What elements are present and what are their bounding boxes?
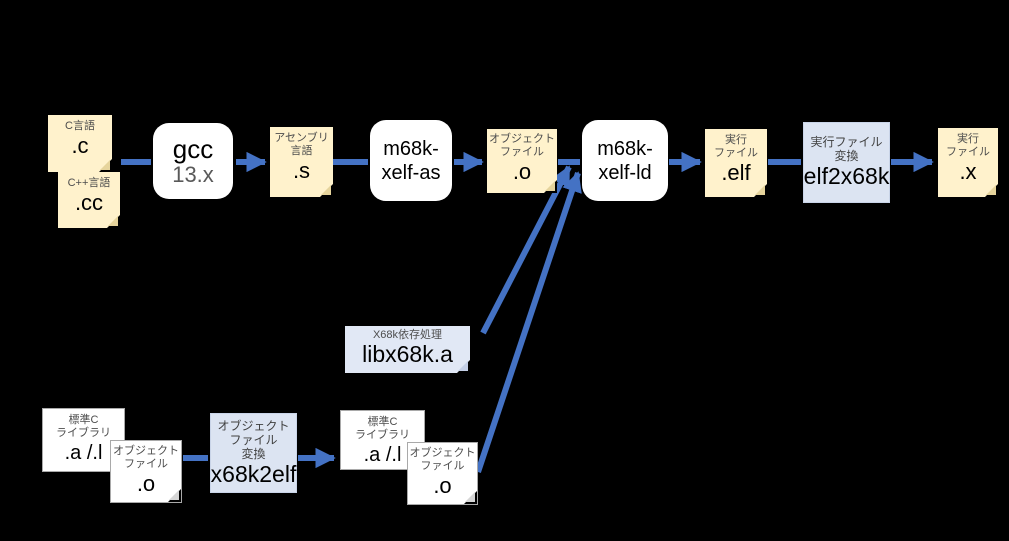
note-object-file-converted: オブジェクト ファイル .o (407, 442, 478, 505)
note-extension: .o (433, 473, 452, 498)
note-extension: .c (71, 133, 89, 158)
tool-m68k-xelf-as: m68k- xelf-as (370, 120, 452, 201)
note-cpp-source: C++言語 .cc (58, 172, 120, 228)
tool-version: 13.x (172, 162, 214, 187)
tool-x68k2elf: オブジェクト ファイル 変換 x68k2elf (210, 413, 297, 493)
edge-converted-lib-to-ld (475, 171, 582, 473)
note-extension: .o (512, 159, 532, 184)
note-type-label: X68k依存処理 (372, 329, 443, 341)
note-object-file: オブジェクト ファイル .o (487, 129, 557, 193)
tool-type-label: 実行ファイル 変換 (810, 135, 883, 163)
tool-title: m68k- xelf-ld (597, 137, 653, 184)
note-type-label: 標準C ライブラリ (355, 416, 410, 441)
folded-corner-icon (107, 215, 120, 228)
note-object-file-human68k: オブジェクト ファイル .o (110, 440, 182, 503)
folded-corner-icon (985, 184, 998, 197)
note-extension: libx68k.a (362, 341, 453, 367)
note-libx68k: X68k依存処理 libx68k.a (345, 326, 470, 373)
note-extension: .elf (721, 160, 751, 185)
tool-gcc: gcc 13.x (153, 123, 233, 199)
note-type-label: 実行 ファイル (714, 134, 758, 159)
note-type-label: オブジェクト ファイル (113, 445, 179, 470)
note-assembly-source: アセンブリ 言語 .s (270, 127, 333, 197)
note-extension: .a /.l (64, 442, 103, 464)
tool-m68k-xelf-ld: m68k- xelf-ld (582, 120, 668, 201)
note-extension: .o (136, 471, 156, 496)
note-type-label: アセンブリ 言語 (274, 132, 329, 157)
note-type-label: 実行 ファイル (946, 133, 990, 158)
note-extension: .a /.l (363, 444, 402, 466)
note-type-label: C++言語 (67, 177, 111, 189)
note-type-label: C言語 (65, 120, 95, 132)
note-extension: .s (292, 158, 311, 183)
note-type-label: 標準C ライブラリ (56, 414, 111, 439)
folded-corner-icon (99, 159, 112, 172)
note-type-label: オブジェクト ファイル (489, 133, 555, 158)
tool-type-label: オブジェクト ファイル 変換 (217, 418, 290, 461)
note-extension: .x (959, 159, 977, 184)
tool-title: gcc (172, 134, 214, 164)
note-elf-executable: 実行 ファイル .elf (705, 129, 767, 197)
note-x68k-executable: 実行 ファイル .x (938, 128, 998, 197)
note-extension: .cc (74, 190, 104, 215)
tool-title: m68k- xelf-as (381, 137, 441, 184)
note-c-source: C言語 .c (48, 115, 112, 172)
folded-corner-icon (320, 184, 333, 197)
tool-title: elf2x68k (803, 163, 890, 189)
tool-title: x68k2elf (210, 460, 297, 487)
note-type-label: オブジェクト ファイル (409, 447, 476, 472)
tool-elf2x68k: 実行ファイル 変換 elf2x68k (803, 122, 890, 203)
